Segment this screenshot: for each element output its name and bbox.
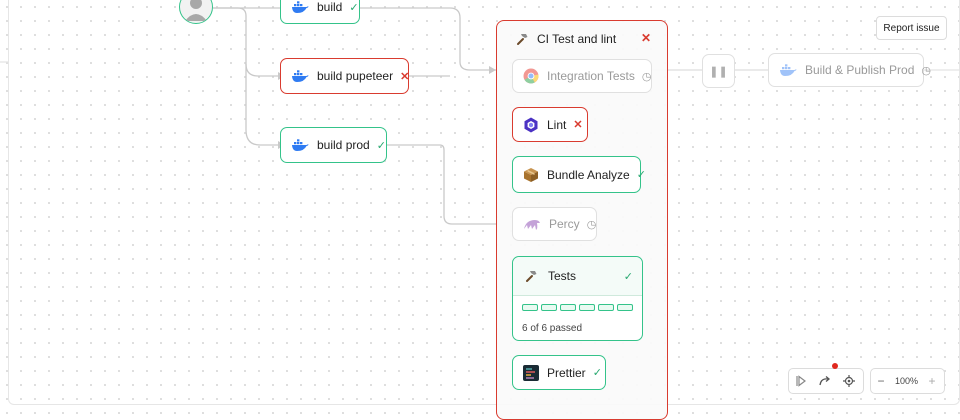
check-icon: ✓ — [636, 169, 646, 181]
job-build-publish-prod[interactable]: Build & Publish Prod ◷ — [768, 53, 931, 87]
check-icon: ✓ — [349, 1, 359, 14]
notification-dot — [832, 363, 838, 369]
job-integration-tests[interactable]: Integration Tests ◷ — [512, 59, 652, 93]
progress-segment — [598, 304, 614, 311]
tests-progress-bar — [513, 296, 642, 311]
job-build-prod[interactable]: build prod ✓ — [280, 127, 387, 163]
zoom-out-button[interactable]: − — [877, 374, 885, 388]
eslint-icon — [523, 117, 539, 133]
cross-icon: ✕ — [640, 31, 651, 45]
zoom-level: 100% — [895, 376, 919, 386]
step-play-icon[interactable] — [789, 369, 813, 393]
check-icon: ✓ — [623, 270, 633, 283]
cross-icon: ✕ — [400, 70, 410, 83]
redo-icon[interactable] — [813, 369, 837, 393]
job-label: Build & Publish Prod — [805, 63, 915, 77]
prettier-icon — [523, 364, 539, 381]
pause-gate[interactable]: ❚❚ — [702, 54, 735, 88]
progress-segment — [560, 304, 576, 311]
zoom-controls: − 100% + — [870, 368, 945, 394]
clock-icon: ◷ — [921, 64, 932, 77]
progress-segment — [541, 304, 557, 311]
job-label: Percy — [549, 217, 580, 231]
group-title-text: CI Test and lint — [537, 32, 617, 46]
package-icon — [523, 167, 539, 183]
job-prettier[interactable]: Prettier ✓ — [512, 355, 606, 390]
edge-build-ci — [360, 7, 496, 71]
edge-prod-ci — [387, 144, 496, 225]
job-percy[interactable]: Percy ◷ — [512, 207, 597, 241]
group-title: CI Test and lint — [513, 31, 616, 47]
canvas-tools — [788, 368, 864, 394]
progress-segment — [522, 304, 538, 311]
report-issue-button[interactable]: Report issue — [876, 16, 947, 40]
job-build-pupeteer[interactable]: build pupeteer ✕ — [280, 58, 409, 94]
job-lint[interactable]: Lint ✕ — [512, 107, 588, 142]
job-label: Lint — [547, 117, 567, 132]
hammer-icon — [513, 31, 531, 47]
check-icon: ✓ — [376, 139, 386, 152]
job-label: Prettier — [547, 365, 586, 380]
job-label: build — [317, 0, 343, 14]
job-label: build pupeteer — [317, 69, 394, 83]
job-tests[interactable]: Tests ✓ 6 of 6 passed — [512, 256, 643, 341]
job-label: build prod — [317, 138, 370, 152]
clock-icon: ◷ — [641, 70, 652, 83]
job-label: Bundle Analyze — [547, 167, 630, 182]
progress-segment — [579, 304, 595, 311]
job-bundle-analyze[interactable]: Bundle Analyze ✓ — [512, 156, 646, 193]
hammer-icon — [522, 268, 540, 284]
zoom-in-button[interactable]: + — [928, 374, 936, 388]
locate-icon[interactable] — [837, 369, 861, 393]
docker-icon — [779, 62, 797, 78]
clock-icon: ◷ — [586, 218, 597, 231]
person-icon — [185, 0, 207, 21]
job-label: Tests — [548, 269, 577, 283]
docker-icon — [291, 68, 309, 84]
percy-icon — [523, 216, 541, 232]
docker-icon — [291, 137, 309, 153]
progress-segment — [617, 304, 633, 311]
chrome-icon — [523, 68, 539, 84]
tests-passed-text: 6 of 6 passed — [522, 323, 583, 334]
check-icon: ✓ — [592, 367, 602, 379]
job-label: Integration Tests — [547, 69, 635, 83]
pause-icon: ❚❚ — [709, 65, 728, 78]
edge-user-prod — [245, 64, 280, 146]
tests-header: Tests ✓ — [513, 257, 642, 296]
job-build[interactable]: build ✓ — [280, 0, 360, 24]
docker-icon — [291, 0, 309, 15]
cross-icon: ✕ — [573, 119, 583, 131]
